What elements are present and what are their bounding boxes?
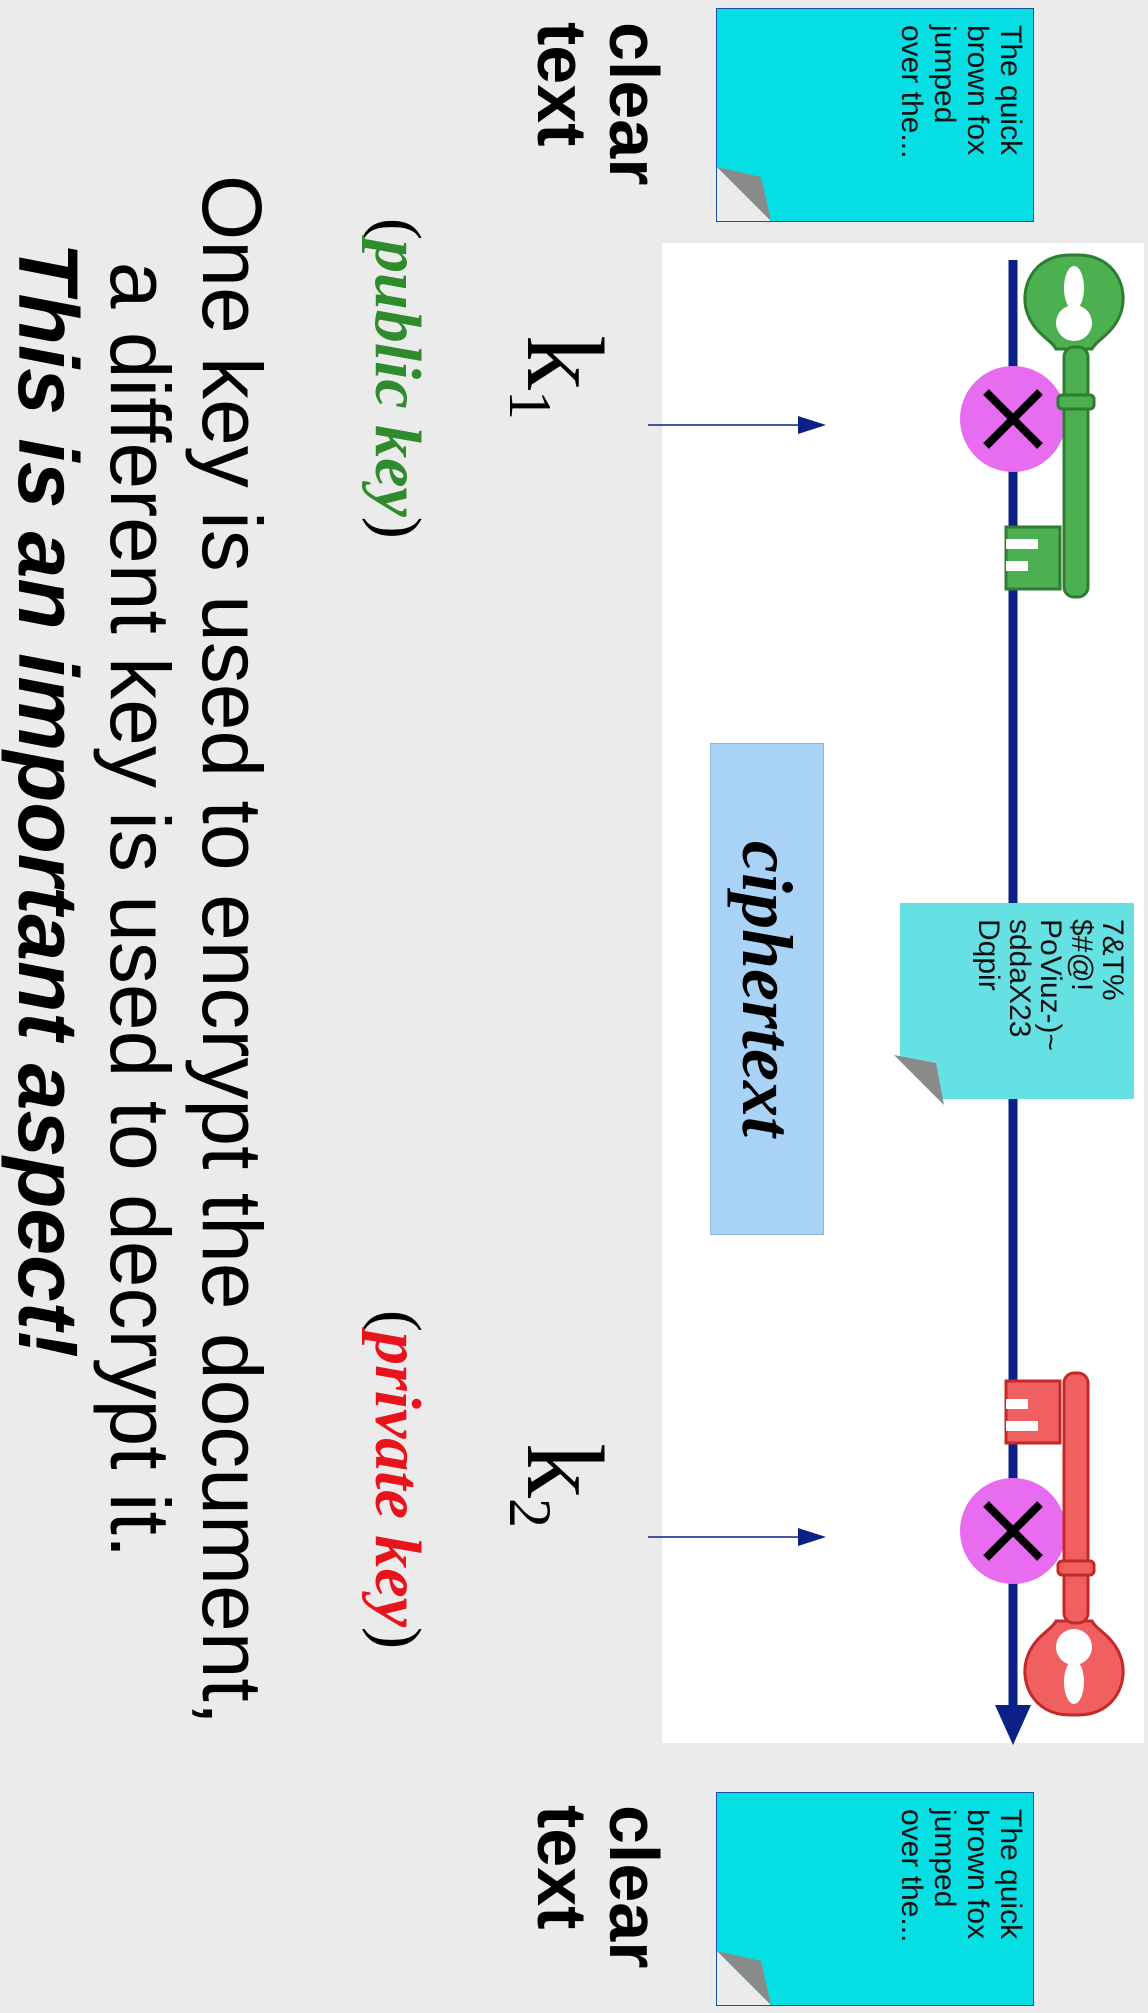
label-line: clear: [595, 1805, 673, 1969]
note-line: jumped: [928, 25, 961, 124]
note-line: over the...: [895, 25, 928, 159]
key-type-text: public key: [361, 239, 434, 517]
cleartext-output-label: clear text: [523, 1805, 673, 2005]
public-key-label: (public key): [361, 218, 434, 539]
note-fold-icon: [717, 167, 771, 221]
k2-subscript: 2: [497, 1498, 563, 1528]
note-line: PoViuz-)~: [1034, 919, 1067, 1052]
note-line: Dqpir: [972, 919, 1005, 991]
note-line: The quick: [994, 25, 1027, 156]
k2-label: k2: [497, 1443, 626, 1528]
decrypt-node-icon: [960, 1478, 1066, 1584]
note-line: over the...: [895, 1809, 928, 1943]
private-key-label: (private key): [361, 1310, 434, 1649]
note-line: The quick: [994, 1809, 1027, 1940]
k1-subscript: 1: [497, 390, 563, 420]
private-key-icon: [1004, 1371, 1125, 1717]
ciphertext-label: ciphertext: [710, 743, 824, 1235]
label-line: clear: [595, 22, 673, 186]
paren: ): [361, 516, 434, 539]
k1-arrow: [648, 416, 826, 434]
note-line: 7&T%: [1096, 919, 1129, 1001]
note-line: brown fox: [961, 25, 994, 156]
note-line: jumped: [928, 1809, 961, 1908]
k2-letter: k: [504, 1443, 626, 1498]
note-line: sddaX23: [1003, 919, 1036, 1038]
note-fold-icon: [894, 1055, 944, 1105]
cleartext-output-note: The quick brown fox jumped over the...: [716, 1792, 1034, 2006]
k2-arrow: [648, 1528, 826, 1546]
k1-label: k1: [497, 335, 626, 420]
note-line: brown fox: [961, 1809, 994, 1940]
cleartext-input-note: The quick brown fox jumped over the...: [716, 8, 1034, 222]
explanation-line-2: a different key is used to decrypt it.: [93, 261, 187, 1559]
label-line: text: [523, 22, 601, 147]
explanation-line-3: This is an important aspect!: [1, 242, 95, 1358]
explanation-line-1: One key is used to encrypt the document,: [185, 174, 279, 1726]
note-fold-icon: [717, 1951, 771, 2005]
paren: (: [361, 218, 434, 240]
paren: (: [361, 1310, 434, 1332]
key-type-text: private key: [361, 1331, 434, 1628]
encrypt-node-icon: [960, 366, 1066, 472]
paren: ): [361, 1627, 434, 1650]
label-line: text: [523, 1805, 601, 1930]
note-line: $#@!: [1065, 919, 1098, 992]
public-key-icon: [1004, 253, 1125, 599]
ciphertext-note: 7&T% $#@! PoViuz-)~ sddaX23 Dqpir: [894, 903, 1134, 1105]
cleartext-input-label: clear text: [523, 22, 673, 222]
k1-letter: k: [504, 335, 626, 390]
